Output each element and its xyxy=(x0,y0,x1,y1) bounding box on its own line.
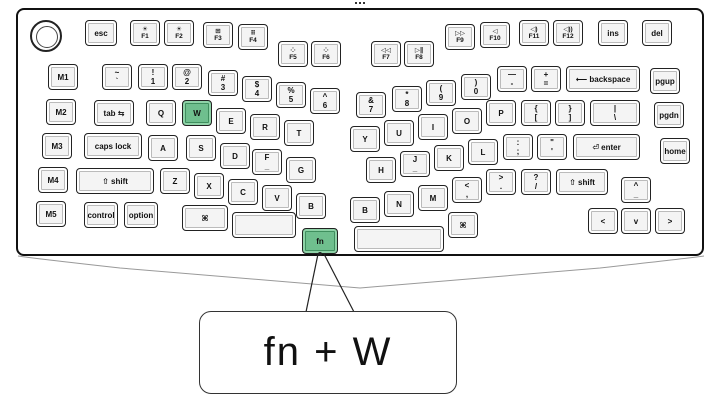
key-b2[interactable]: B xyxy=(350,197,380,223)
key-space[interactable] xyxy=(232,212,296,238)
key-lbracket[interactable]: { [ xyxy=(521,100,551,126)
key-k1[interactable]: ! 1 xyxy=(138,64,168,90)
key-f6[interactable]: ⁘ F6 xyxy=(311,41,341,67)
key-space2[interactable] xyxy=(354,226,444,252)
key-minus[interactable]: — - xyxy=(497,66,527,92)
key-u[interactable]: U xyxy=(384,120,414,146)
key-n[interactable]: N xyxy=(384,191,414,217)
key-k[interactable]: K xyxy=(434,145,464,171)
key-k5[interactable]: % 5 xyxy=(276,82,306,108)
key-o[interactable]: O xyxy=(452,108,482,134)
key-rbracket[interactable]: } ] xyxy=(555,100,585,126)
key-rshift[interactable]: ⇧ shift xyxy=(556,169,608,195)
key-e[interactable]: E xyxy=(216,108,246,134)
key-left[interactable]: < xyxy=(588,208,618,234)
key-g[interactable]: G xyxy=(286,157,316,183)
key-a[interactable]: A xyxy=(148,135,178,161)
key-w[interactable]: W xyxy=(182,100,212,126)
key-m4[interactable]: M4 xyxy=(38,167,68,193)
key-enter[interactable]: ⏎ enter xyxy=(573,134,640,160)
key-comma[interactable]: < , xyxy=(452,177,482,203)
key-pgdn[interactable]: pgdn xyxy=(654,102,684,128)
key-up[interactable]: ^ _ xyxy=(621,177,651,203)
key-f11[interactable]: ◁) F11 xyxy=(519,20,549,46)
key-m5[interactable]: M5 xyxy=(36,201,66,227)
wrist-rest-outline xyxy=(17,255,705,289)
key-f1[interactable]: ☀ F1 xyxy=(130,20,160,46)
shortcut-text: fn + W xyxy=(263,330,393,374)
key-pgup[interactable]: pgup xyxy=(650,68,680,94)
key-b[interactable]: B xyxy=(296,193,326,219)
key-rcmd[interactable]: ⌘ xyxy=(448,212,478,238)
key-m[interactable]: M xyxy=(418,185,448,211)
key-f8[interactable]: ▷∥ F8 xyxy=(404,41,434,67)
key-backslash[interactable]: | \ xyxy=(590,100,640,126)
key-x[interactable]: X xyxy=(194,173,224,199)
key-k2[interactable]: @ 2 xyxy=(172,64,202,90)
key-tab[interactable]: tab ⇆ xyxy=(94,100,134,126)
key-j[interactable]: J _ xyxy=(400,151,430,177)
key-period[interactable]: > . xyxy=(486,169,516,195)
shortcut-callout: fn + W xyxy=(199,311,457,394)
key-k4[interactable]: $ 4 xyxy=(242,76,272,102)
key-k9[interactable]: ( 9 xyxy=(426,80,456,106)
key-k6[interactable]: ^ 6 xyxy=(310,88,340,114)
key-option[interactable]: option xyxy=(124,202,158,228)
top-indicator xyxy=(355,2,365,7)
key-ins[interactable]: ins xyxy=(598,20,628,46)
key-lshift[interactable]: ⇧ shift xyxy=(76,168,154,194)
key-f10[interactable]: ◁ F10 xyxy=(480,22,510,48)
key-k3[interactable]: # 3 xyxy=(208,70,238,96)
key-control[interactable]: control xyxy=(84,202,118,228)
key-down[interactable]: v xyxy=(621,208,651,234)
key-y[interactable]: Y xyxy=(350,126,380,152)
rotary-knob[interactable] xyxy=(30,20,62,52)
key-v[interactable]: V xyxy=(262,185,292,211)
key-m2[interactable]: M2 xyxy=(46,99,76,125)
key-f7[interactable]: ◁◁ F7 xyxy=(371,41,401,67)
key-k0[interactable]: ) 0 xyxy=(461,74,491,100)
key-k7[interactable]: & 7 xyxy=(356,92,386,118)
key-f[interactable]: F _ xyxy=(252,149,282,175)
key-equal[interactable]: + = xyxy=(531,66,561,92)
key-semicolon[interactable]: : ; xyxy=(503,134,533,160)
key-f5[interactable]: ⁘ F5 xyxy=(278,41,308,67)
key-c[interactable]: C xyxy=(228,179,258,205)
key-f2[interactable]: ☀ F2 xyxy=(164,20,194,46)
key-q[interactable]: Q xyxy=(146,100,176,126)
key-capslock[interactable]: caps lock xyxy=(84,133,142,159)
key-p[interactable]: P xyxy=(486,100,516,126)
key-cmd[interactable]: ⌘ xyxy=(182,205,228,231)
key-l[interactable]: L xyxy=(468,139,498,165)
key-m1[interactable]: M1 xyxy=(48,64,78,90)
key-m3[interactable]: M3 xyxy=(42,133,72,159)
key-home[interactable]: home xyxy=(660,138,690,164)
key-del[interactable]: del xyxy=(642,20,672,46)
key-f9[interactable]: ▷▷ F9 xyxy=(445,24,475,50)
key-f3[interactable]: ⊞ F3 xyxy=(203,22,233,48)
leader-line-right xyxy=(323,253,355,313)
leader-dot xyxy=(318,252,322,256)
key-tilde[interactable]: ~ ` xyxy=(102,64,132,90)
key-k8[interactable]: * 8 xyxy=(392,86,422,112)
key-r[interactable]: R xyxy=(250,114,280,140)
key-slash[interactable]: ? / xyxy=(521,169,551,195)
key-h[interactable]: H xyxy=(366,157,396,183)
key-z[interactable]: Z xyxy=(160,168,190,194)
leader-line-left xyxy=(305,253,319,313)
key-d[interactable]: D xyxy=(220,143,250,169)
key-f12[interactable]: ◁)) F12 xyxy=(553,20,583,46)
key-backspace[interactable]: ⟵ backspace xyxy=(566,66,640,92)
key-quote[interactable]: " ' xyxy=(537,134,567,160)
key-i[interactable]: I xyxy=(418,114,448,140)
key-t[interactable]: T xyxy=(284,120,314,146)
key-right[interactable]: > xyxy=(655,208,685,234)
key-esc[interactable]: esc xyxy=(85,20,117,46)
key-f4[interactable]: ⠿ F4 xyxy=(238,24,268,50)
key-s[interactable]: S xyxy=(186,135,216,161)
